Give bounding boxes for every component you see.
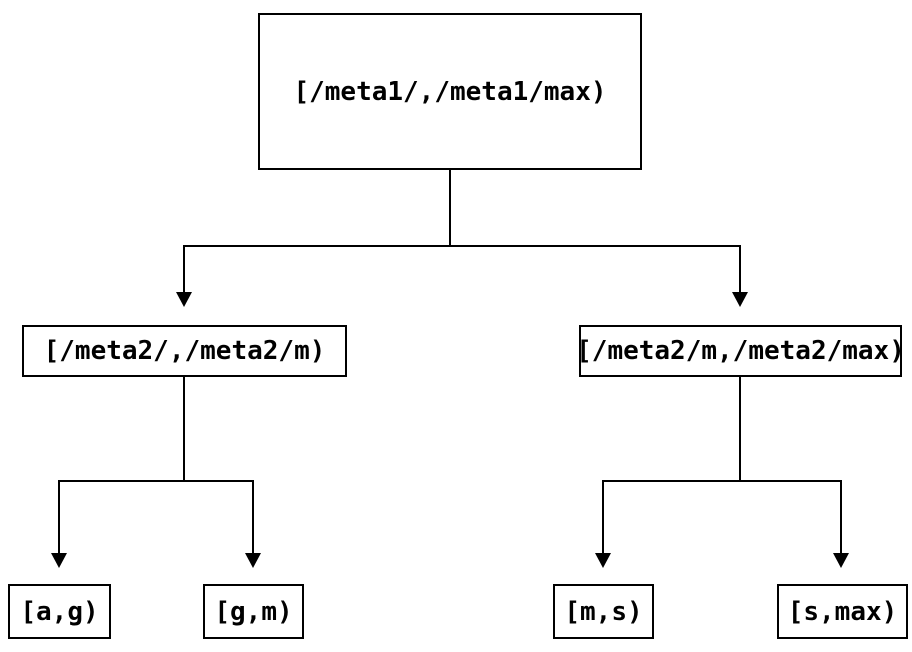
node-leaf-g-m-label: [g,m) [214, 596, 293, 627]
arrow-down-icon [595, 553, 611, 568]
node-leaf-g-m: [g,m) [203, 584, 304, 639]
node-level1-right-label: [/meta2/m,/meta2/max) [576, 336, 905, 366]
connector-right-to-leaf-s-max [840, 480, 842, 554]
arrow-down-icon [245, 553, 261, 568]
connector-right-crossbar [602, 480, 842, 482]
connector-right-stem [739, 377, 741, 481]
node-level1-left-label: [/meta2/,/meta2/m) [43, 336, 326, 366]
node-leaf-s-max: [s,max) [777, 584, 908, 639]
connector-root-to-left [183, 245, 185, 292]
connector-root-stem [449, 170, 451, 246]
arrow-down-icon [833, 553, 849, 568]
node-leaf-s-max-label: [s,max) [787, 596, 898, 627]
connector-root-to-right [739, 245, 741, 292]
node-level1-left: [/meta2/,/meta2/m) [22, 325, 347, 377]
node-root-label: [/meta1/,/meta1/max) [293, 76, 607, 107]
connector-left-crossbar [58, 480, 254, 482]
node-level1-right: [/meta2/m,/meta2/max) [576, 325, 905, 377]
node-leaf-a-g-label: [a,g) [20, 596, 99, 627]
node-leaf-m-s-label: [m,s) [564, 596, 643, 627]
connector-left-to-leaf-a-g [58, 480, 60, 554]
arrow-down-icon [732, 292, 748, 307]
connector-right-to-leaf-m-s [602, 480, 604, 554]
node-leaf-m-s: [m,s) [553, 584, 654, 639]
arrow-down-icon [176, 292, 192, 307]
connector-level1-crossbar [183, 245, 741, 247]
node-leaf-a-g: [a,g) [8, 584, 111, 639]
node-root: [/meta1/,/meta1/max) [258, 13, 642, 170]
arrow-down-icon [51, 553, 67, 568]
connector-left-to-leaf-g-m [252, 480, 254, 554]
connector-left-stem [183, 377, 185, 481]
